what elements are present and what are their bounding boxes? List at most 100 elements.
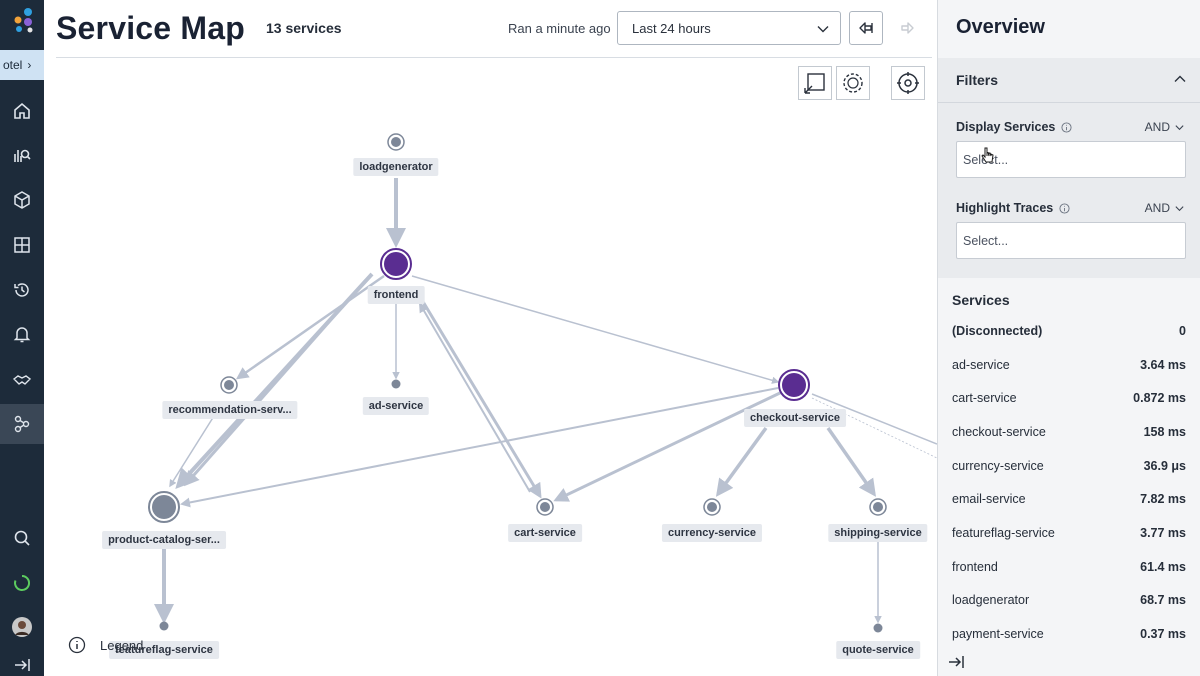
- node-label-checkout[interactable]: checkout-service: [744, 409, 846, 427]
- service-latency: 68.7 ms: [1140, 593, 1186, 608]
- nav-boards[interactable]: [0, 225, 44, 265]
- overview-panel: Overview Filters Display Services AND Se…: [937, 0, 1200, 676]
- node-label-loadgenerator[interactable]: loadgenerator: [353, 158, 439, 176]
- history-icon: [14, 283, 29, 297]
- target-icon: [897, 72, 919, 94]
- list-item[interactable]: (Disconnected)0: [952, 314, 1186, 348]
- display-services-operator[interactable]: AND: [1145, 120, 1185, 134]
- highlight-traces-input[interactable]: Select...: [956, 222, 1186, 259]
- recenter-button[interactable]: [891, 66, 925, 100]
- nav-home[interactable]: [0, 91, 44, 131]
- circle-layout-icon: [843, 73, 863, 93]
- service-count: 13 services: [266, 20, 342, 36]
- layout-button[interactable]: [836, 66, 870, 100]
- nav-status[interactable]: [0, 563, 44, 603]
- environment-switcher[interactable]: otel ›: [0, 50, 44, 80]
- service-map-icon: [14, 415, 30, 433]
- expand-icon: [15, 659, 30, 671]
- node-label-cart[interactable]: cart-service: [508, 524, 582, 542]
- edge-checkout-shipping: [826, 426, 877, 497]
- highlight-traces-text: Highlight Traces: [956, 201, 1054, 215]
- nav-query[interactable]: [0, 135, 44, 175]
- service-name: featureflag-service: [952, 525, 1055, 540]
- filters-divider: [938, 102, 1200, 103]
- highlight-traces-operator[interactable]: AND: [1145, 201, 1185, 215]
- services-header: Services: [952, 292, 1010, 308]
- chevron-right-icon: ›: [27, 58, 32, 72]
- display-services-operator-value: AND: [1144, 120, 1170, 134]
- node-label-product[interactable]: product-catalog-ser...: [102, 531, 226, 549]
- service-name: ad-service: [952, 357, 1010, 372]
- node-label-currency[interactable]: currency-service: [661, 524, 763, 542]
- service-name: frontend: [952, 559, 998, 574]
- collapse-panel-icon[interactable]: [946, 652, 966, 672]
- edge-cart-frontend: [418, 302, 531, 493]
- node-featureflag: [159, 621, 169, 631]
- service-latency: 158 ms: [1143, 424, 1186, 439]
- node-label-featureflag[interactable]: featureflag-service: [109, 641, 219, 659]
- nav-datasets[interactable]: [0, 180, 44, 220]
- list-item[interactable]: featureflag-service 3.77 ms: [952, 516, 1186, 550]
- back-button[interactable]: [849, 11, 883, 45]
- app-logo-icon[interactable]: [10, 6, 36, 34]
- nav-triggers[interactable]: [0, 314, 44, 354]
- info-icon[interactable]: [1061, 121, 1072, 133]
- service-name: loadgenerator: [952, 593, 1030, 608]
- legend-toggle[interactable]: Legend: [68, 636, 143, 654]
- nav-history[interactable]: [0, 270, 44, 310]
- header-divider: [56, 57, 932, 58]
- nav-service-map[interactable]: [0, 404, 44, 444]
- edge-checkout-email: [811, 393, 937, 445]
- chevron-down-icon: [1175, 124, 1184, 130]
- triggers-icon: [13, 327, 31, 343]
- display-services-label: Display Services: [956, 120, 1072, 134]
- node-label-shipping[interactable]: shipping-service: [828, 524, 928, 542]
- node-label-quote[interactable]: quote-service: [836, 641, 920, 659]
- service-map-canvas[interactable]: loadgenerator frontend recommendation-se…: [44, 58, 937, 676]
- node-quote: [873, 623, 883, 633]
- time-range-value: Last 24 hours: [632, 20, 711, 36]
- chevron-up-icon[interactable]: [1173, 72, 1187, 86]
- node-label-ad[interactable]: ad-service: [362, 397, 430, 415]
- edge-frontend-product-2: [184, 279, 368, 487]
- service-latency: 7.82 ms: [1140, 492, 1186, 507]
- overview-title: Overview: [956, 16, 1045, 38]
- list-item[interactable]: ad-service 3.64 ms: [952, 348, 1186, 382]
- arrow-left-icon: [859, 22, 873, 34]
- filters-header[interactable]: Filters: [956, 72, 999, 88]
- arrow-right-icon: [901, 22, 914, 34]
- chevron-down-icon: [1175, 205, 1184, 211]
- nav-profile[interactable]: [0, 607, 44, 647]
- nav-search[interactable]: [0, 518, 44, 558]
- node-label-recommendation[interactable]: recommendation-serv...: [162, 401, 298, 419]
- left-nav: otel ›: [0, 0, 44, 676]
- loading-icon: [14, 574, 31, 591]
- map-edges: [148, 133, 937, 633]
- nav-slo[interactable]: [0, 360, 44, 400]
- service-latency: 3.64 ms: [1140, 357, 1186, 372]
- ran-status: Ran a minute ago: [508, 21, 611, 36]
- forward-button[interactable]: [890, 11, 924, 45]
- service-latency: 0: [1179, 323, 1186, 338]
- list-item[interactable]: checkout-service 158 ms: [952, 415, 1186, 449]
- list-item[interactable]: frontend 61.4 ms: [952, 550, 1186, 584]
- info-icon[interactable]: [1059, 202, 1070, 214]
- boards-icon: [14, 237, 30, 253]
- node-label-frontend[interactable]: frontend: [367, 286, 425, 304]
- time-range-select[interactable]: Last 24 hours: [617, 11, 841, 45]
- highlight-traces-label: Highlight Traces: [956, 201, 1070, 215]
- node-ad: [391, 379, 401, 389]
- fit-to-screen-button[interactable]: [798, 66, 832, 100]
- service-latency: 0.872 ms: [1133, 391, 1186, 406]
- display-services-input[interactable]: Select...: [956, 141, 1186, 178]
- service-latency: 61.4 ms: [1140, 559, 1186, 574]
- service-name: checkout-service: [952, 424, 1046, 439]
- nav-expand[interactable]: [0, 645, 44, 676]
- list-item[interactable]: loadgenerator 68.7 ms: [952, 584, 1186, 618]
- query-icon: [14, 149, 31, 162]
- service-latency: 3.77 ms: [1140, 525, 1186, 540]
